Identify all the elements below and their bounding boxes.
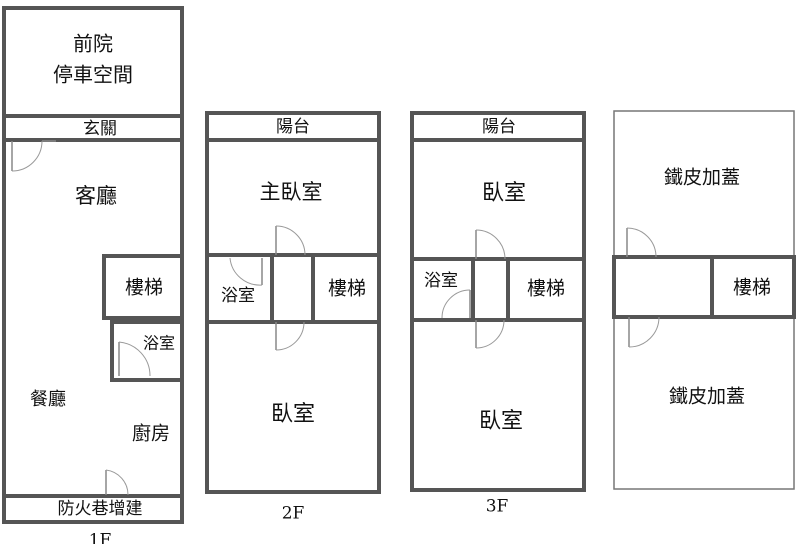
roof-iron-bottom-label: 鐵皮加蓋 [669,386,745,408]
1f-front-yard-label-1: 前院 [73,32,113,56]
2f-bathroom-label: 浴室 [221,286,255,306]
roof-corridor-box [612,255,796,319]
1f-entry-door [11,140,56,172]
floor-1f: 前院 停車空間 玄關 客廳 樓梯 浴室 餐廳 廚房 防火巷增建 1F [2,6,184,544]
floor-3f: 陽台 臥室 浴室 樓梯 臥室 3F [410,111,586,517]
roof-iron-top-label: 鐵皮加蓋 [664,167,740,189]
2f-balcony-label: 陽台 [276,117,310,137]
1f-bath-door [118,341,151,377]
3f-floor-label: 3F [486,497,509,517]
3f-bath-door [441,289,471,319]
1f-bath-box [110,320,184,382]
1f-kitchen-door [105,469,129,496]
2f-outer-wall [205,111,381,494]
1f-front-yard-label-2: 停車空間 [53,63,133,87]
3f-bedroom-back-door [475,319,505,349]
1f-stairs-label: 樓梯 [125,277,163,299]
roof-top-door [626,227,657,258]
2f-bath-door [229,257,263,286]
1f-kitchen-label: 廚房 [132,422,170,445]
1f-fire-lane-label: 防火巷增建 [58,499,143,519]
2f-master-bedroom-label: 主臥室 [260,180,323,204]
1f-bathroom-label: 浴室 [143,334,175,353]
1f-entrance-label: 玄關 [83,119,117,139]
1f-dining-room-label: 餐廳 [30,389,66,410]
2f-bedroom-label: 臥室 [271,402,315,427]
2f-bedroom-door [275,321,305,351]
1f-floor-label: 1F [89,531,112,544]
3f-stairs-label: 樓梯 [527,278,565,300]
3f-bedroom-front-door [475,229,506,260]
3f-bathroom-label: 浴室 [424,271,458,291]
3f-bedroom-front-label: 臥室 [482,181,526,206]
roof-bottom-door [628,316,660,348]
2f-stairs-label: 樓梯 [328,278,366,300]
1f-stairs-box [102,254,184,320]
roof-stairs-label: 樓梯 [733,277,771,299]
floor-2f: 陽台 主臥室 浴室 樓梯 臥室 2F [205,111,381,524]
1f-living-room-label: 客廳 [75,184,117,208]
3f-balcony-label: 陽台 [482,117,516,137]
2f-floor-label: 2F [282,504,305,524]
3f-outer-wall [410,111,586,492]
3f-bedroom-back-label: 臥室 [479,409,523,434]
floor-roof: 鐵皮加蓋 樓梯 鐵皮加蓋 [612,110,796,490]
2f-master-door [275,225,306,256]
